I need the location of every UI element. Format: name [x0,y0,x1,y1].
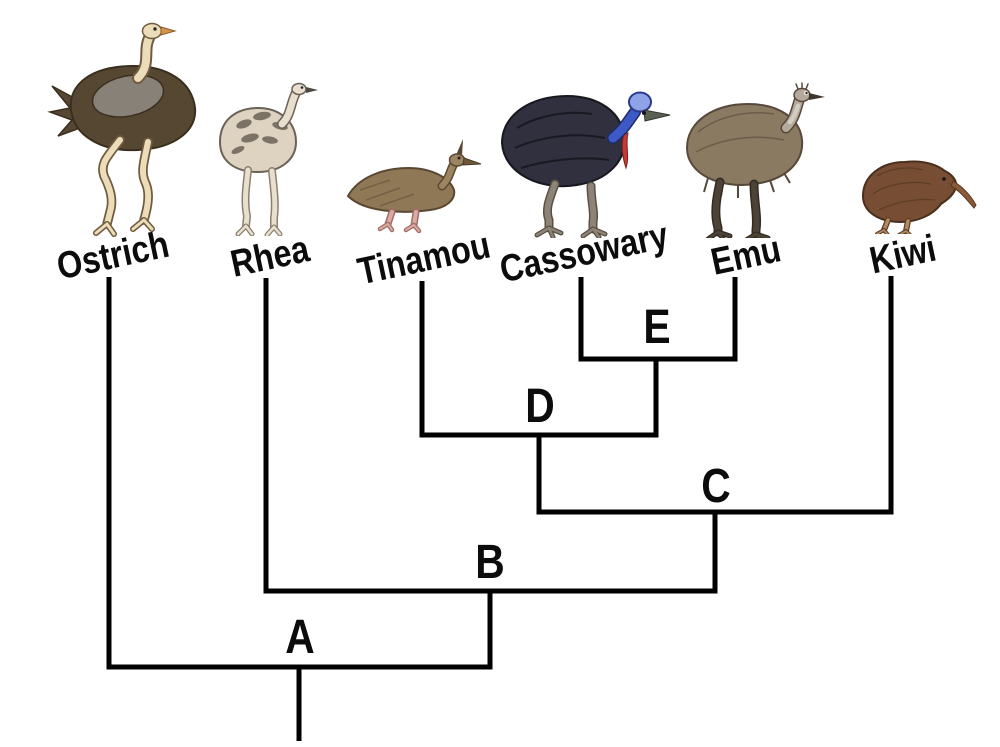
clade-a-bracket [106,277,493,670]
cassowary-beak [643,109,671,122]
kiwi-beak [950,180,977,209]
clade-c-bracket [536,276,894,515]
rhea-illustration [218,82,318,236]
tinamou-eye [457,156,461,160]
emu-illustration [685,82,825,238]
clade-e-bracket [578,277,738,362]
rhea-head [291,82,307,96]
kiwi-eye [942,177,946,181]
tinamou-body [346,166,456,213]
rhea-eye [300,86,304,89]
ostrich-beak [160,26,177,36]
ostrich-head [141,22,163,40]
emu-beak [809,93,825,100]
node-label-e: E [643,301,671,354]
ostrich-wing [91,74,165,118]
tinamou-crest [456,139,463,156]
tinamou-beak [462,157,482,166]
ostrich-eye [153,27,157,31]
cassowary-wattle [621,132,629,170]
node-label-a: A [285,611,315,664]
cassowary-casque [628,91,652,113]
kiwi-illustration [861,160,977,234]
clade-b-bracket [263,278,718,594]
rhea-beak [306,87,318,93]
tinamou-head [448,153,466,167]
emu-head [793,87,811,103]
cassowary-body [500,94,626,188]
node-label-c: C [701,460,731,513]
node-label-b: B [475,536,505,589]
ostrich-illustration [47,22,197,237]
cassowary-illustration [500,91,671,238]
cassowary-eye [642,111,646,115]
clade-d-bracket [419,281,659,438]
node-label-d: D [525,380,555,433]
emu-eye [805,91,808,95]
tinamou-illustration [346,139,482,233]
